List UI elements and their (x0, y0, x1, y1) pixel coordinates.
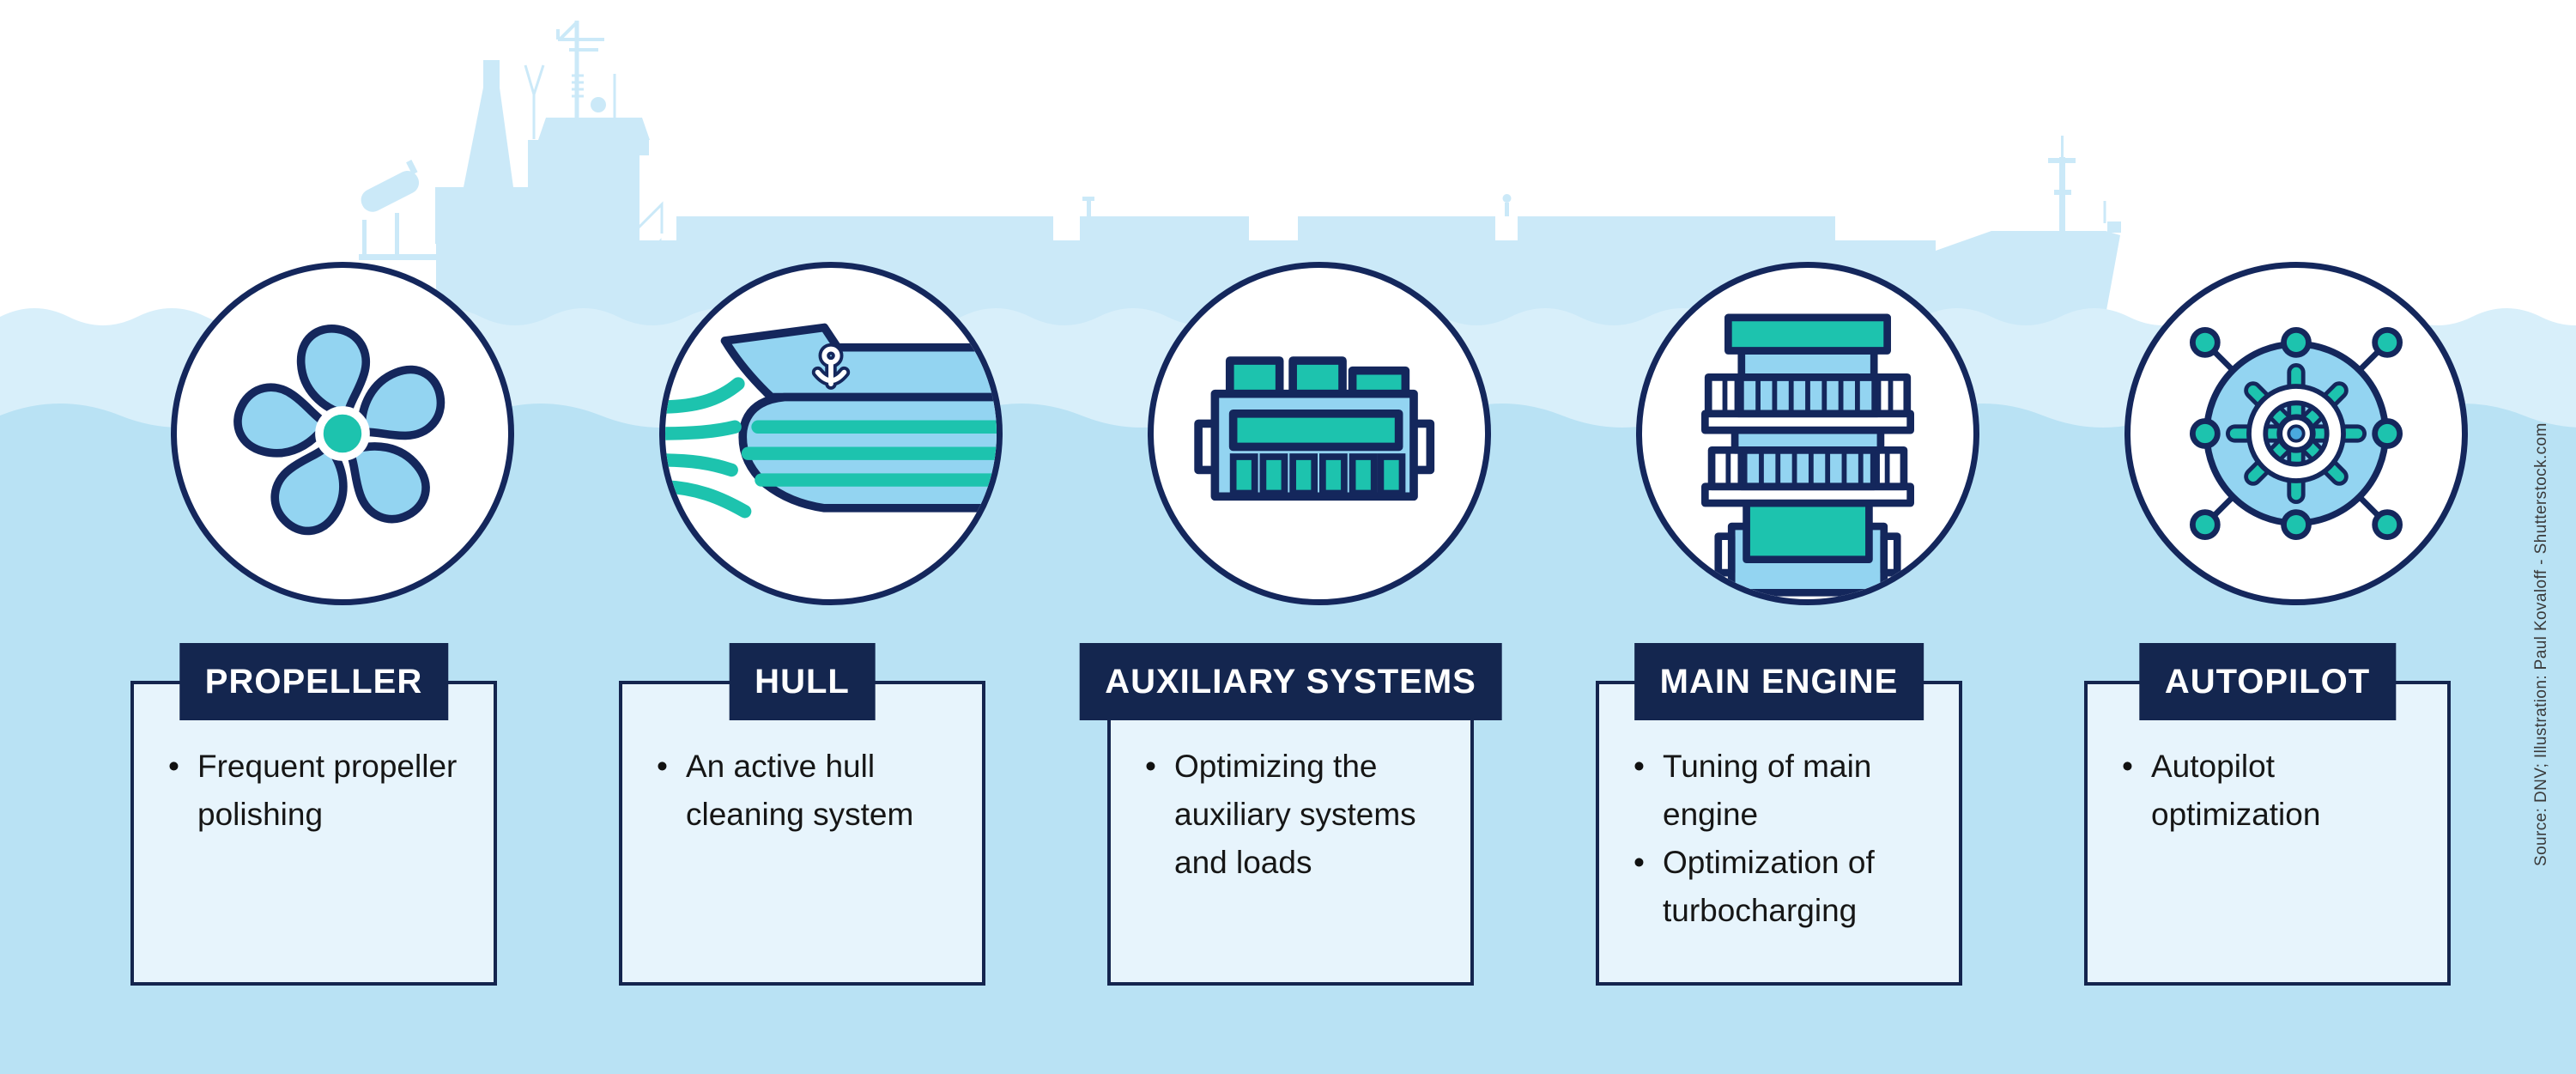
icon-circle-autopilot (2124, 262, 2468, 605)
card-title-main-engine: MAIN ENGINE (1633, 643, 1924, 720)
card-hull: HULL An active hull cleaning system (619, 643, 985, 986)
card-title-autopilot: AUTOPILOT (2138, 643, 2397, 720)
autopilot-icon (2189, 326, 2403, 541)
card-autopilot-list: Autopilot optimization (2122, 743, 2431, 839)
hull-icon (665, 323, 997, 519)
icon-circle-hull (659, 262, 1003, 605)
icon-circle-main-engine (1636, 262, 1979, 605)
card-main-engine: MAIN ENGINE Tuning of main engine Optimi… (1596, 643, 1962, 986)
card-title-hull: HULL (729, 643, 876, 720)
card-hull-list: An active hull cleaning system (657, 743, 966, 839)
card-propeller-list: Frequent propeller polishing (168, 743, 477, 839)
main-engine-icon (1700, 313, 1915, 597)
card-main-engine-list: Tuning of main engine Optimization of tu… (1633, 743, 1943, 935)
auxiliary-systems-icon (1194, 356, 1435, 501)
list-item: An active hull cleaning system (657, 743, 966, 839)
list-item: Optimization of turbocharging (1633, 839, 1943, 935)
icon-circle-propeller (171, 262, 514, 605)
list-item: Tuning of main engine (1633, 743, 1943, 839)
card-title-propeller: PROPELLER (179, 643, 449, 720)
icon-circle-auxiliary-systems (1148, 262, 1491, 605)
card-auxiliary-systems-list: Optimizing the auxiliary systems and loa… (1145, 743, 1454, 887)
card-title-auxiliary-systems: AUXILIARY SYSTEMS (1079, 643, 1502, 720)
list-item: Autopilot optimization (2122, 743, 2431, 839)
propeller-icon (177, 325, 508, 599)
card-autopilot: AUTOPILOT Autopilot optimization (2084, 643, 2451, 986)
list-item: Optimizing the auxiliary systems and loa… (1145, 743, 1454, 887)
card-propeller: PROPELLER Frequent propeller polishing (130, 643, 497, 986)
source-credit: Source: DNV; Illustration: Paul Kovaloff… (2532, 422, 2550, 866)
list-item: Frequent propeller polishing (168, 743, 477, 839)
ship-silhouette (359, 21, 2121, 348)
card-auxiliary-systems: AUXILIARY SYSTEMS Optimizing the auxilia… (1079, 643, 1502, 986)
